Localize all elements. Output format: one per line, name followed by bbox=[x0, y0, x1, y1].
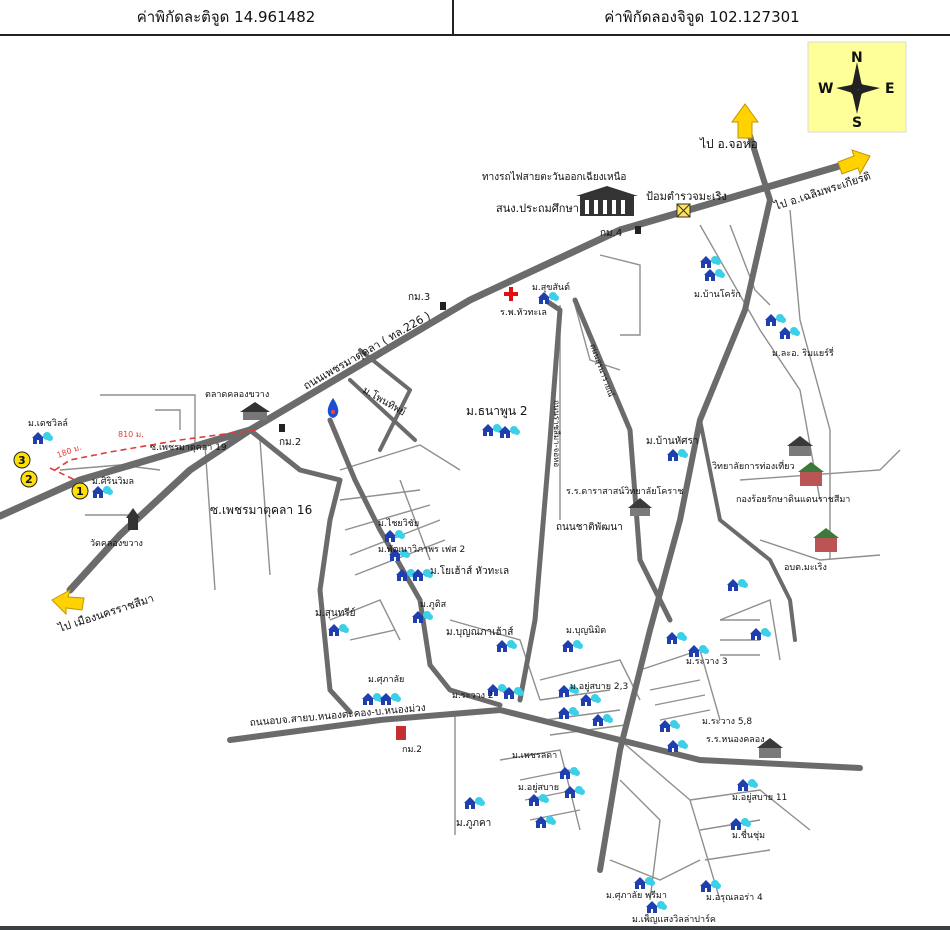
label-m-suksan: ม.สุขสันต์ bbox=[532, 281, 570, 293]
market-icon bbox=[240, 402, 270, 420]
label-soi16: ซ.เพชรมาตุคลา 16 bbox=[210, 503, 312, 518]
label-km3: กม.3 bbox=[408, 292, 430, 303]
location-numbers: 3 2 1 bbox=[13, 451, 89, 500]
label-m-suksabai23: ม.อยู่สบาย 2,3 bbox=[570, 682, 628, 692]
compass: N S W E bbox=[807, 41, 907, 133]
highway-226 bbox=[0, 156, 864, 520]
label-km2b: กม.2 bbox=[402, 745, 422, 755]
police-box-icon bbox=[676, 203, 691, 218]
label-market: ตลาดคลองขวาง bbox=[205, 390, 269, 400]
label-m-wichai: ม.ไชยวิชัย bbox=[378, 518, 419, 529]
label-road-vertical2: ถนนสุรนารายณ์ bbox=[588, 342, 617, 398]
label-m-suksabai-prem: ม.ศุภาลัย พรีมา bbox=[606, 890, 667, 901]
label-m-chuchuen: ม.ชื่นชุ่ม bbox=[732, 828, 765, 841]
label-to-chaloem: ไป อ.เฉลิมพระเกียรติ bbox=[772, 169, 872, 213]
label-soi19: ซ.เพชรมาตุคลา 19 bbox=[150, 443, 227, 453]
coordinate-divider bbox=[452, 0, 454, 34]
landmarks: 3 2 1 bbox=[13, 186, 839, 758]
label-m-arun4: ม.อรุณลอร่า 4 bbox=[706, 893, 763, 903]
compass-s: S bbox=[852, 115, 862, 131]
inner-loop-west bbox=[247, 427, 353, 715]
school-icons bbox=[628, 436, 813, 758]
route-line bbox=[49, 429, 256, 481]
label-hospital: ร.พ.หัวทะเล bbox=[500, 308, 547, 318]
label-school-kraso: ร.ร.ดาราสาสน์วิทยาลัยโคราช bbox=[566, 485, 683, 497]
road-south-secondary bbox=[227, 707, 863, 771]
compass-w: W bbox=[818, 81, 833, 97]
wat-icon bbox=[126, 508, 140, 530]
label-to-chokchai: ไป อ.จอหอ bbox=[699, 137, 758, 151]
label-m-yusabai: ม.อยู่สบาย bbox=[518, 783, 559, 793]
label-m-borthong: ม.เดชวิลล์ bbox=[28, 417, 68, 429]
label-wat: วัดคลองขวาง bbox=[90, 539, 143, 549]
label-m-bankhunsri: ม.บ้านหัศรา bbox=[646, 435, 699, 447]
label-road-vertical1: ถนนราชสีมา-จอหอ bbox=[552, 400, 561, 467]
compass-n: N bbox=[851, 50, 863, 66]
label-m-bunyaphat: ม.บุญณภาเฮ้าส์ bbox=[446, 626, 513, 638]
arrow-to-chaloem bbox=[837, 149, 871, 176]
label-main-road: ถนนเพชรมาตุคลา ( ทล.226 ) bbox=[301, 309, 433, 393]
arrow-to-chokchai bbox=[731, 103, 759, 139]
coordinate-bar: ค่าพิกัดละติจูด 14.961482 ค่าพิกัดลองจิจ… bbox=[0, 0, 950, 36]
label-m-phatthana: ม.พัฒนาวิภาพร เฟส 2 bbox=[378, 544, 465, 555]
housing-icons bbox=[32, 256, 800, 913]
label-road-chatipattana: ถนนชาติพัฒนา bbox=[556, 522, 623, 533]
label-m-rawang58: ม.ระวาง 5,8 bbox=[702, 717, 752, 727]
arrow-to-korat bbox=[51, 588, 85, 616]
map-labels: ไป อ.จอหอ ไป อ.เฉลิมพระเกียรติ ไป เมืองน… bbox=[28, 137, 872, 925]
main-roads bbox=[0, 117, 864, 873]
label-m-kaewsai: ม.ศุภาลัย bbox=[368, 675, 404, 685]
marker-3: 3 bbox=[18, 454, 26, 467]
direction-arrows bbox=[51, 103, 871, 616]
inner-loop-east bbox=[348, 348, 417, 452]
km2-south-icon bbox=[396, 726, 406, 740]
marker-2: 2 bbox=[25, 473, 33, 486]
label-m-rawang3: ม.ระวาง 3 bbox=[686, 657, 728, 667]
label-km4: กม.4 bbox=[600, 228, 622, 239]
education-office-building-icon bbox=[576, 186, 638, 216]
label-m-yoyo: ม.โยเฮ้าส์ หัวทะเล bbox=[430, 564, 509, 577]
road-talad bbox=[572, 297, 673, 623]
label-km2: กม.2 bbox=[279, 437, 301, 448]
label-m-thanaphun: ม.ธนาพูน 2 bbox=[466, 404, 528, 419]
label-ubt: อบต.มะเริง bbox=[784, 562, 827, 573]
map-canvas[interactable]: N S W E bbox=[0, 36, 950, 926]
label-m-lamsai: ม.ละอ. ริมแยร์รี่ bbox=[772, 346, 834, 359]
road-sukhumvit bbox=[517, 297, 563, 703]
label-m-bankhonsok: ม.บ้านโคร้ก bbox=[694, 289, 741, 300]
label-education-office: สนง.ประถมศึกษา bbox=[496, 202, 579, 215]
hospital-cross-icon bbox=[504, 287, 518, 301]
road-to-chokchai bbox=[597, 117, 773, 873]
marker-1: 1 bbox=[76, 485, 84, 498]
label-m-sirinwimon: ม.ศิรินวิมล bbox=[92, 476, 134, 487]
label-m-yusabai11: ม.อยู่สบาย 11 bbox=[732, 793, 787, 803]
label-school-nongkhong: ร.ร.หนองคลอง bbox=[706, 735, 765, 745]
label-army: กองร้อยรักษาดินแดนราชสีมา bbox=[736, 494, 850, 505]
label-route-dist1: 810 ม. bbox=[118, 430, 144, 439]
longitude-label: ค่าพิกัดลองจิจูด 102.127301 bbox=[604, 8, 800, 26]
compass-e: E bbox=[885, 81, 895, 97]
college-icons bbox=[798, 462, 839, 552]
latitude-label: ค่าพิกัดละติจูด 14.961482 bbox=[136, 8, 316, 26]
label-college: วิทยาลัยการท่องเที่ยว bbox=[712, 459, 795, 472]
km-post-icons bbox=[279, 226, 641, 432]
label-m-sunrise: ม.สุนทรีย์ bbox=[315, 607, 356, 619]
bottom-band bbox=[0, 926, 950, 930]
inner-loop-mid bbox=[327, 417, 503, 708]
label-m-naisarn: ม.เพ็ญแสงวิลล่าปาร์ค bbox=[632, 912, 716, 925]
label-police-box: ป้อมตำรวจมะเริง bbox=[646, 190, 727, 203]
gas-station-icon bbox=[327, 398, 339, 418]
label-railway: ทางรถไฟสายตะวันออกเฉียงเหนือ bbox=[482, 171, 626, 183]
road-east-branch bbox=[698, 418, 797, 642]
label-m-phetlada: ม.เพชรลดา bbox=[512, 751, 557, 761]
road-to-korat bbox=[66, 426, 254, 594]
label-m-phichit: ม.ภูติส bbox=[420, 599, 447, 610]
label-m-phukha: ม.ภูภคา bbox=[456, 818, 491, 829]
label-rawang2: ม.ระวาง 2 bbox=[452, 691, 494, 701]
label-m-bunnimit: ม.บุญนิมิต bbox=[566, 625, 606, 636]
label-route-dist2: 180 ม. bbox=[56, 443, 83, 460]
